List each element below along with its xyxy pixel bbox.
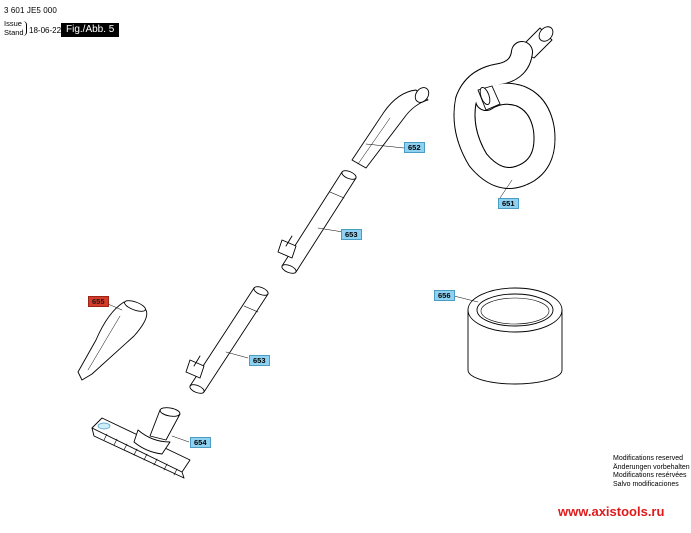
callout-crevice-nozzle[interactable]: 655: [88, 296, 109, 307]
site-url-link[interactable]: www.axistools.ru: [558, 504, 665, 519]
issue-date: 18-06-22: [29, 26, 62, 35]
issue-label-de: Stand: [4, 27, 24, 37]
callout-tube-lower[interactable]: 653: [249, 355, 270, 366]
tube-upper-part: [277, 170, 357, 274]
note-es: Salvo modificaciones: [613, 480, 679, 488]
note-de: Änderungen vorbehalten: [613, 463, 690, 471]
note-fr: Modifications resérvées: [613, 472, 687, 479]
figure-label: Fig./Abb. 5: [61, 23, 120, 37]
elbow-tube-part: [351, 87, 430, 169]
part-number: 3 601 JE5 000: [4, 6, 57, 15]
issue-label: Issue Stand: [4, 19, 28, 37]
callout-floor-nozzle[interactable]: 654: [190, 437, 211, 448]
issue-label-en: Issue: [4, 19, 22, 28]
callout-filter[interactable]: 656: [434, 290, 455, 301]
floor-nozzle-part: [91, 407, 191, 479]
hose-part: [453, 26, 556, 199]
filter-part: [453, 287, 563, 385]
callout-hose[interactable]: 651: [498, 198, 519, 209]
tube-lower-part: [185, 286, 269, 394]
note-en: Modifications reserved: [613, 455, 684, 462]
modifications-note: Modifications reserved Änderungen vorbeh…: [613, 455, 690, 489]
crevice-nozzle-part: [77, 300, 148, 381]
issue-brace: [23, 21, 27, 36]
callout-tube-upper[interactable]: 653: [341, 229, 362, 240]
callout-elbow-tube[interactable]: 652: [404, 142, 425, 153]
